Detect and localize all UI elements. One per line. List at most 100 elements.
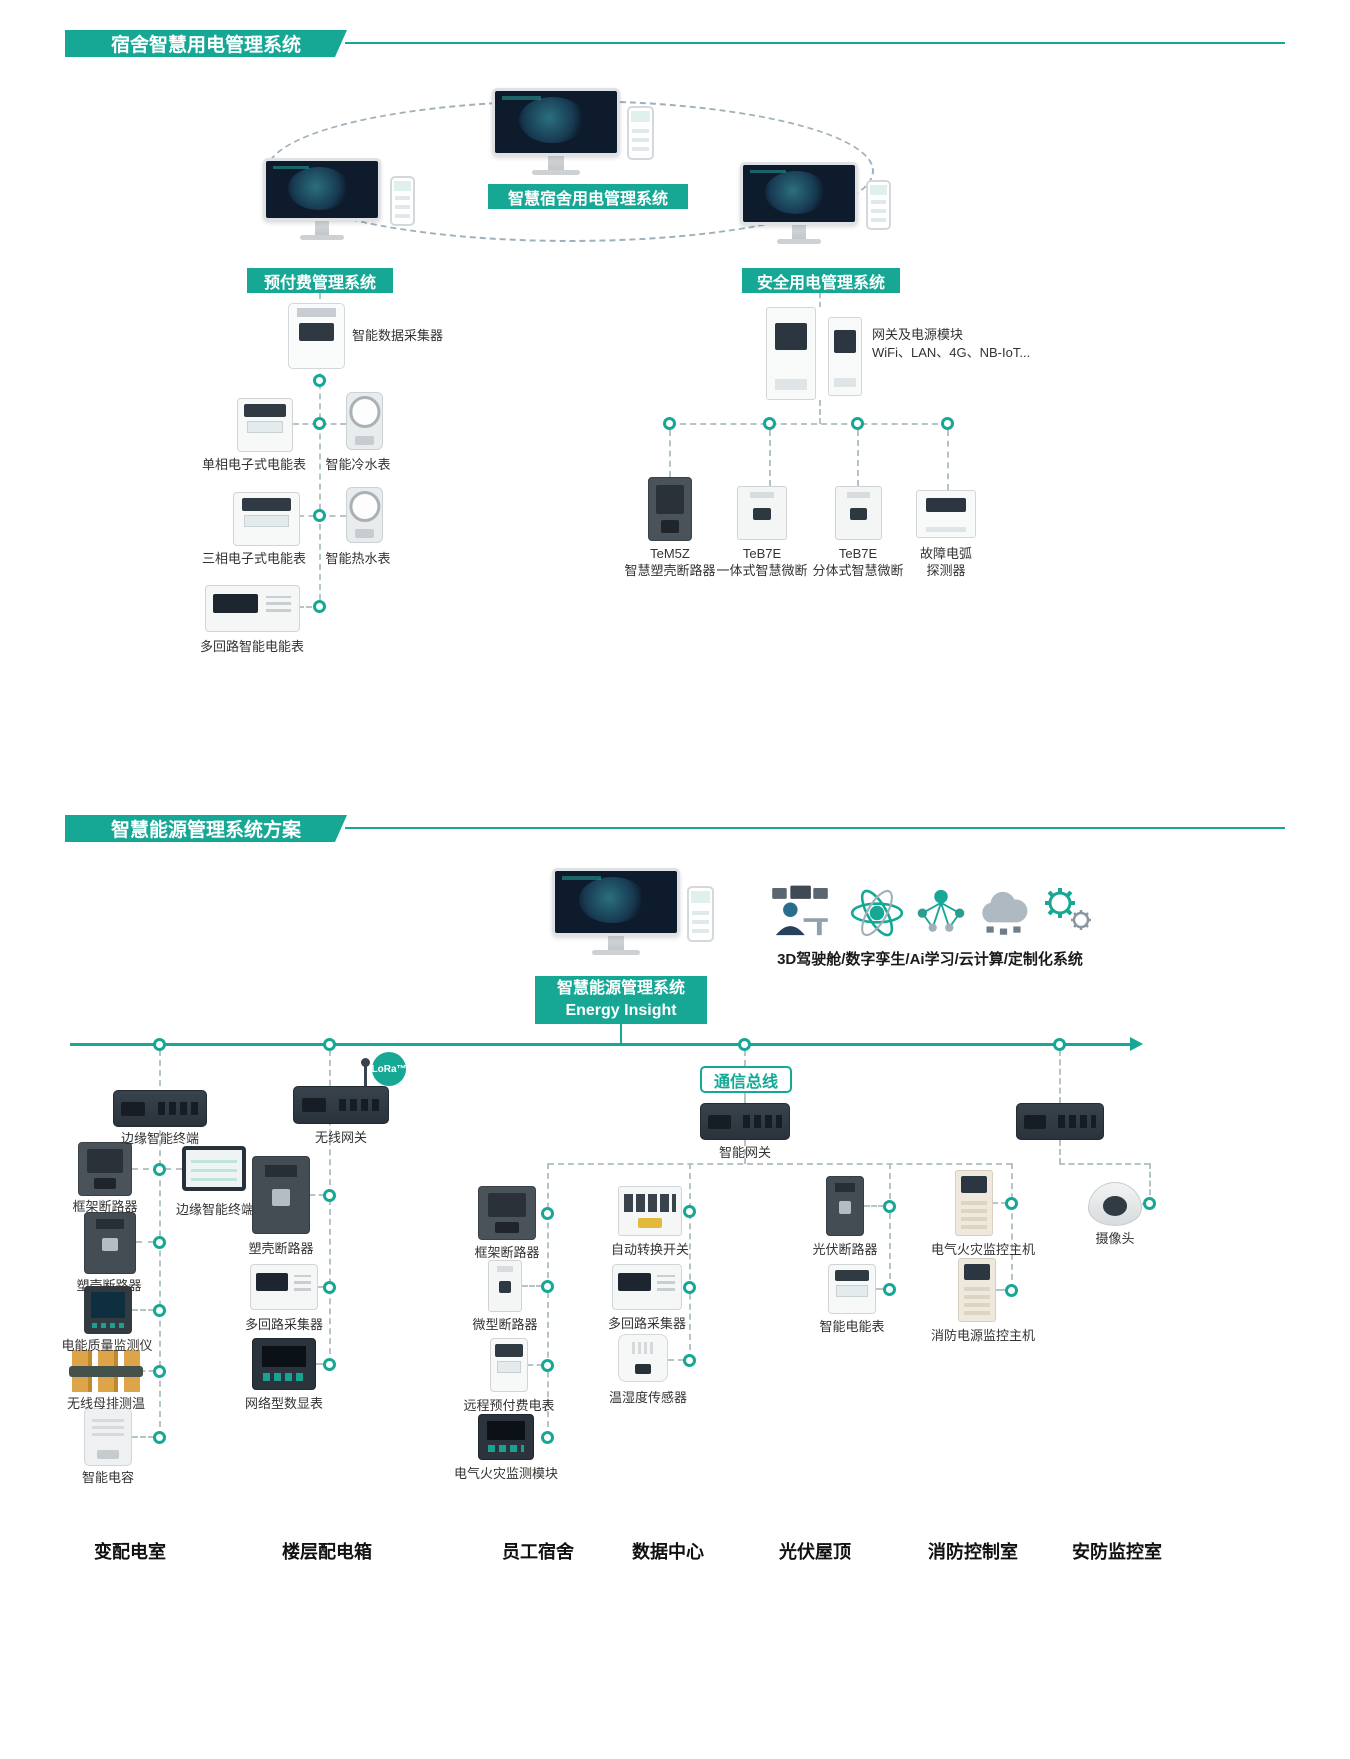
device-label: 多回路采集器 (607, 1316, 686, 1331)
connector-line (140, 1370, 154, 1372)
desktop-monitor-right (740, 162, 858, 250)
device-mccb (252, 1156, 310, 1234)
connector-line (298, 606, 320, 608)
device-label: 框架断路器 (474, 1245, 540, 1260)
device-label: 微型断路器 (472, 1317, 538, 1332)
digital-twin-atom-icon (848, 888, 906, 938)
connector-node (683, 1205, 696, 1218)
device-label: 多回路采集器 (244, 1317, 323, 1332)
device-label: 多回路智能电能表 (199, 639, 304, 654)
prepaid-system-badge: 预付费管理系统 (247, 268, 393, 293)
device-smart-gateway (1016, 1103, 1104, 1140)
device-prepaid-meter (490, 1338, 528, 1392)
device-label: 框架断路器 (72, 1199, 138, 1214)
device-gateway-module (766, 307, 816, 400)
connector-node (541, 1280, 554, 1293)
connector-line (1059, 1140, 1061, 1164)
connector-node (323, 1281, 336, 1294)
device-label: 电能质量监测仪 (61, 1338, 153, 1353)
connector-node (1143, 1197, 1156, 1210)
device-label: 摄像头 (1095, 1231, 1135, 1246)
device-teb7e-split (835, 486, 882, 540)
device-single-phase-meter (237, 398, 293, 452)
lora-badge: LoRa™ (372, 1052, 407, 1086)
device-mini-breaker (488, 1260, 522, 1312)
connector-node (153, 1304, 166, 1317)
device-busbar-temp-sensor (69, 1350, 143, 1392)
capabilities-caption: 3D驾驶舱/数字孪生/Ai学习/云计算/定制化系统 (777, 951, 1083, 968)
device-multi-circuit-collector (250, 1264, 318, 1310)
footer-data-center: 数据中心 (632, 1542, 704, 1562)
device-power-quality-monitor (84, 1286, 132, 1334)
footer-staff-dorm: 员工宿舍 (502, 1542, 574, 1562)
smartphone (687, 886, 714, 942)
device-label: 消防电源监控主机 (930, 1328, 1035, 1343)
connector-line (136, 1241, 154, 1243)
device-frame-breaker (78, 1142, 132, 1196)
connector-line (689, 1163, 691, 1360)
gears-custom-system-icon (1040, 878, 1096, 938)
platform-badge-energy: 智慧能源管理系统 Energy Insight (535, 976, 707, 1024)
connector-node (153, 1365, 166, 1378)
device-network-display-meter (252, 1338, 316, 1390)
connector-line (1059, 1163, 1150, 1165)
connector-node (153, 1236, 166, 1249)
connector-line (670, 423, 948, 425)
connector-line (876, 1288, 884, 1290)
connector-line (996, 1289, 1006, 1291)
gateway-label-line2: WiFi、LAN、4G、NB-IoT... (872, 345, 1031, 360)
monitor-base (776, 238, 822, 244)
footer-fire-control-room: 消防控制室 (928, 1542, 1018, 1562)
connector-node (941, 417, 954, 430)
connector-line (819, 293, 821, 307)
device-label: 无线母排测温 (66, 1396, 145, 1411)
connector-node (541, 1359, 554, 1372)
connector-node (683, 1281, 696, 1294)
device-label: TeB7E 分体式智慧微断 (808, 546, 908, 580)
connector-node (1005, 1197, 1018, 1210)
connector-node (883, 1200, 896, 1213)
device-camera (1088, 1182, 1142, 1226)
device-label: TeM5Z 智慧塑壳断路器 (612, 546, 728, 580)
device-label: 故障电弧 探测器 (914, 546, 978, 580)
connector-line (528, 1364, 542, 1366)
safety-system-badge: 安全用电管理系统 (742, 268, 900, 293)
monitor-stand (548, 155, 564, 170)
device-label: 智能冷水表 (325, 457, 391, 472)
connector-node (153, 1431, 166, 1444)
device-frame-breaker (478, 1186, 536, 1240)
device-label: 智能热水表 (325, 551, 391, 566)
monitor-stand (314, 221, 330, 235)
device-label: 电气火灾监控主机 (930, 1242, 1035, 1257)
connector-line (1011, 1163, 1013, 1290)
communication-bus-line (70, 1043, 1132, 1046)
device-label: 温湿度传感器 (608, 1390, 687, 1405)
device-name: 故障电弧 (919, 546, 972, 561)
connector-line (547, 1163, 549, 1437)
cloud-computing-icon (972, 886, 1034, 938)
device-name: 分体式智慧微断 (812, 562, 904, 578)
device-three-phase-meter (233, 492, 300, 546)
monitor-stand (608, 935, 624, 950)
section2-title: 智慧能源管理系统方案 (65, 815, 347, 842)
cockpit-3d-icon (762, 882, 838, 940)
device-wireless-gateway (293, 1086, 389, 1124)
device-multi-circuit-collector (612, 1264, 682, 1310)
smartphone (866, 180, 891, 230)
connector-line (522, 1285, 542, 1287)
connector-line (744, 1140, 746, 1164)
device-smart-energy-meter (828, 1264, 876, 1314)
connector-node (323, 1038, 336, 1051)
monitor-screen (552, 868, 680, 936)
device-data-collector (288, 303, 345, 369)
section2-divider-line (345, 827, 1285, 829)
connector-line (620, 1024, 622, 1044)
connector-line (819, 400, 821, 424)
device-label: 塑壳断路器 (76, 1278, 142, 1293)
connector-node (323, 1358, 336, 1371)
device-electrical-fire-module (478, 1414, 534, 1460)
device-arc-detector (916, 490, 976, 538)
connector-line (857, 430, 859, 486)
connector-node (313, 374, 326, 387)
